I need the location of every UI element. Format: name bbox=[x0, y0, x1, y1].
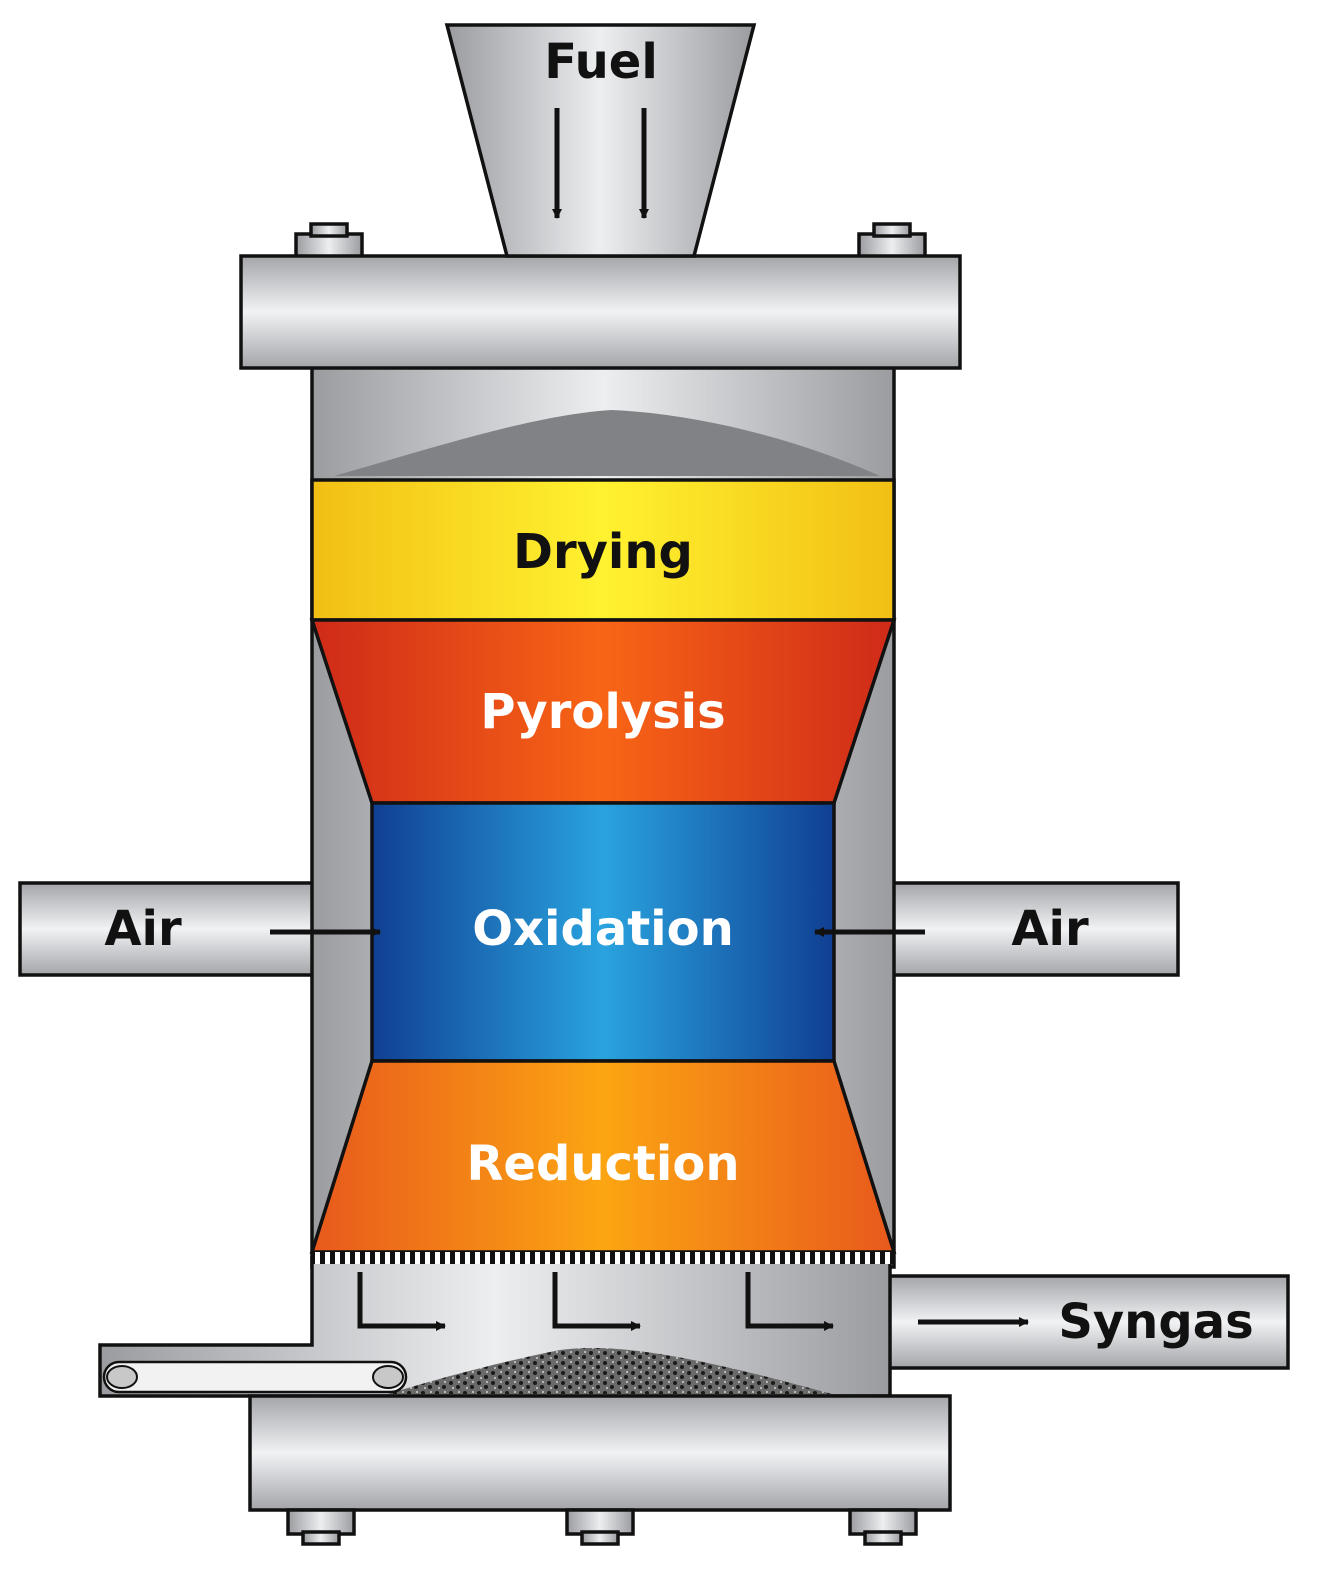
bottom-bolt-left bbox=[286, 1508, 356, 1546]
air-label-left: Air bbox=[104, 901, 182, 957]
conveyor-belt bbox=[102, 1360, 408, 1394]
syngas-label: Syngas bbox=[1058, 1294, 1253, 1350]
zone-drying bbox=[310, 478, 896, 622]
ash-pile bbox=[388, 1347, 832, 1394]
bottom-bolt-right bbox=[848, 1508, 918, 1546]
zone-oxidation bbox=[370, 801, 836, 1063]
gas-flow-arrow-2 bbox=[552, 1272, 641, 1331]
zone-label-drying: Drying bbox=[513, 524, 693, 580]
fuel-hopper bbox=[444, 23, 757, 258]
fuel-label: Fuel bbox=[544, 34, 658, 90]
top-bolt-left bbox=[294, 222, 364, 260]
zone-label-oxidation: Oxidation bbox=[472, 901, 734, 957]
bottom-bolt-center bbox=[565, 1508, 635, 1546]
air-label-right: Air bbox=[1011, 901, 1089, 957]
top-flange bbox=[239, 254, 962, 370]
zone-label-reduction: Reduction bbox=[466, 1136, 739, 1192]
bottom-flange bbox=[248, 1394, 952, 1512]
grate bbox=[312, 1252, 894, 1264]
gas-flow-arrow-1 bbox=[357, 1272, 446, 1331]
top-bolt-right bbox=[857, 222, 927, 260]
zone-label-pyrolysis: Pyrolysis bbox=[480, 684, 725, 740]
gas-flow-arrow-3 bbox=[745, 1272, 834, 1331]
fuel-pile bbox=[334, 410, 880, 476]
